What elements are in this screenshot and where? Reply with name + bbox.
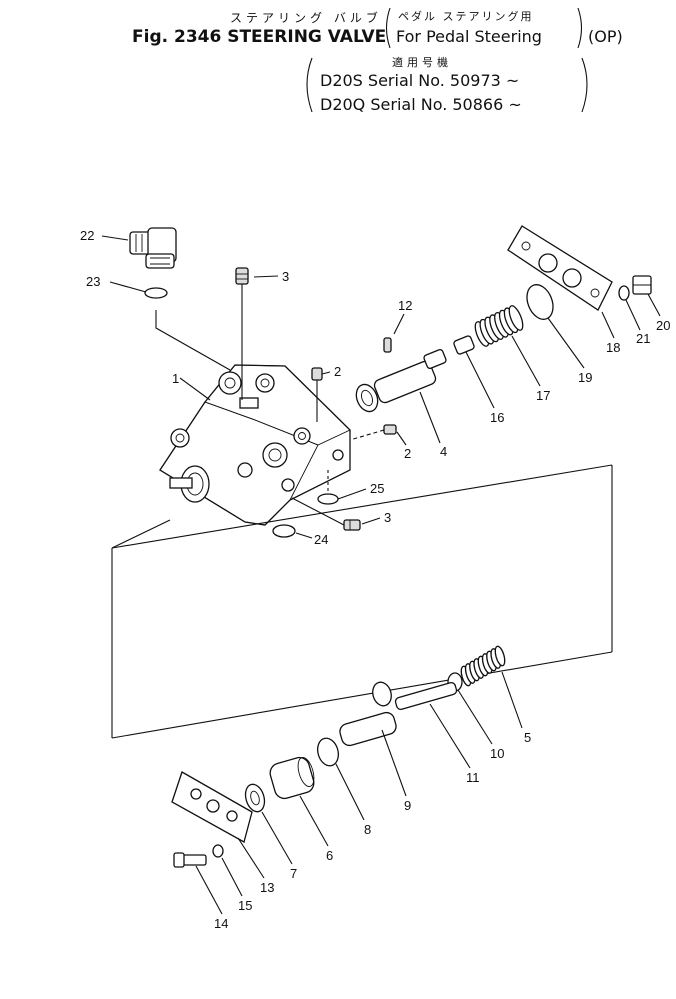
callout-11: 11: [466, 770, 480, 785]
o-ring-25: [317, 493, 339, 505]
pin-12: [383, 337, 392, 353]
sleeve-6: [269, 756, 315, 800]
callout-3-top: 3: [282, 269, 289, 284]
callout-labels: 1 2 2 3 3 4 5 6 7 8 9 10 11 12 13 14 15 …: [80, 228, 670, 931]
jp-paren-title: ペダル ステアリング用: [398, 9, 534, 23]
callout-8: 8: [364, 822, 371, 837]
option-mark: (OP): [588, 27, 623, 46]
callout-12: 12: [398, 298, 412, 313]
callout-21: 21: [636, 331, 650, 346]
spring-17: [474, 305, 524, 347]
jp-title: ステアリング バルブ: [230, 10, 382, 25]
plug-3-top: [235, 267, 249, 285]
leaders: [101, 235, 661, 915]
washer-21: [618, 285, 630, 301]
callout-9: 9: [404, 798, 411, 813]
figure-title: Fig. 2346 STEERING VALVE: [132, 27, 386, 47]
paren-left: [385, 7, 391, 49]
bolt-20: [632, 275, 652, 295]
plug-3-bottom: [343, 519, 361, 531]
spring-5: [460, 645, 506, 687]
callout-10: 10: [490, 746, 504, 761]
o-ring-24: [272, 524, 296, 538]
set-screw-2-top: [311, 367, 323, 381]
guide-line-link: [111, 519, 171, 549]
callout-24: 24: [314, 532, 328, 547]
spring-coil: [494, 645, 506, 667]
jp-models: 適用号機: [392, 55, 452, 69]
callout-18: 18: [606, 340, 620, 355]
callout-25: 25: [370, 481, 384, 496]
serial-paren-right: [581, 57, 588, 113]
callout-5: 5: [524, 730, 531, 745]
o-ring-23: [144, 287, 168, 299]
callout-20: 20: [656, 318, 670, 333]
seal-7-inner: [250, 790, 260, 806]
spring-16: [453, 335, 475, 355]
callout-17: 17: [536, 388, 550, 403]
callout-1: 1: [172, 371, 179, 386]
callout-19: 19: [578, 370, 592, 385]
callout-2-right: 2: [404, 446, 411, 461]
rod-11: [394, 681, 458, 711]
callout-14: 14: [214, 916, 228, 931]
header: ステアリング バルブ ペダル ステアリング用 Fig. 2346 STEERIN…: [132, 7, 623, 114]
serial-paren-left: [306, 57, 313, 113]
callout-2-top: 2: [334, 364, 341, 379]
serial-line-2: D20Q Serial No. 50866 ~: [320, 95, 522, 114]
serial-line-1: D20S Serial No. 50973 ~: [320, 71, 519, 90]
washer-15: [212, 844, 224, 858]
callout-6: 6: [326, 848, 333, 863]
guide-line-bottom: [111, 651, 613, 739]
plunger-9: [339, 681, 397, 747]
callout-23: 23: [86, 274, 100, 289]
callout-4: 4: [440, 444, 447, 459]
paren-title: For Pedal Steering: [396, 27, 542, 46]
leader-2-right: [349, 429, 385, 441]
cover-plate-18: [507, 225, 613, 311]
callout-15: 15: [238, 898, 252, 913]
callout-7: 7: [290, 866, 297, 881]
bolt-14: [173, 852, 207, 868]
leader-23-body: [155, 310, 231, 371]
spring-coil: [508, 305, 524, 331]
o-ring-8: [316, 737, 340, 767]
callout-16: 16: [490, 410, 504, 425]
spool-4: [355, 349, 447, 413]
callout-3-bottom: 3: [384, 510, 391, 525]
set-screw-2-right: [383, 424, 397, 435]
elbow-fitting: [129, 227, 177, 269]
callout-13: 13: [260, 880, 274, 895]
seal-7: [244, 783, 266, 813]
paren-right: [577, 7, 583, 49]
valve-body: [159, 364, 351, 526]
callout-22: 22: [80, 228, 94, 243]
o-ring-19: [526, 284, 554, 320]
leader-3-bottom: [291, 497, 345, 526]
guide-line-top: [111, 464, 613, 549]
cover-plate-13: [171, 771, 253, 843]
